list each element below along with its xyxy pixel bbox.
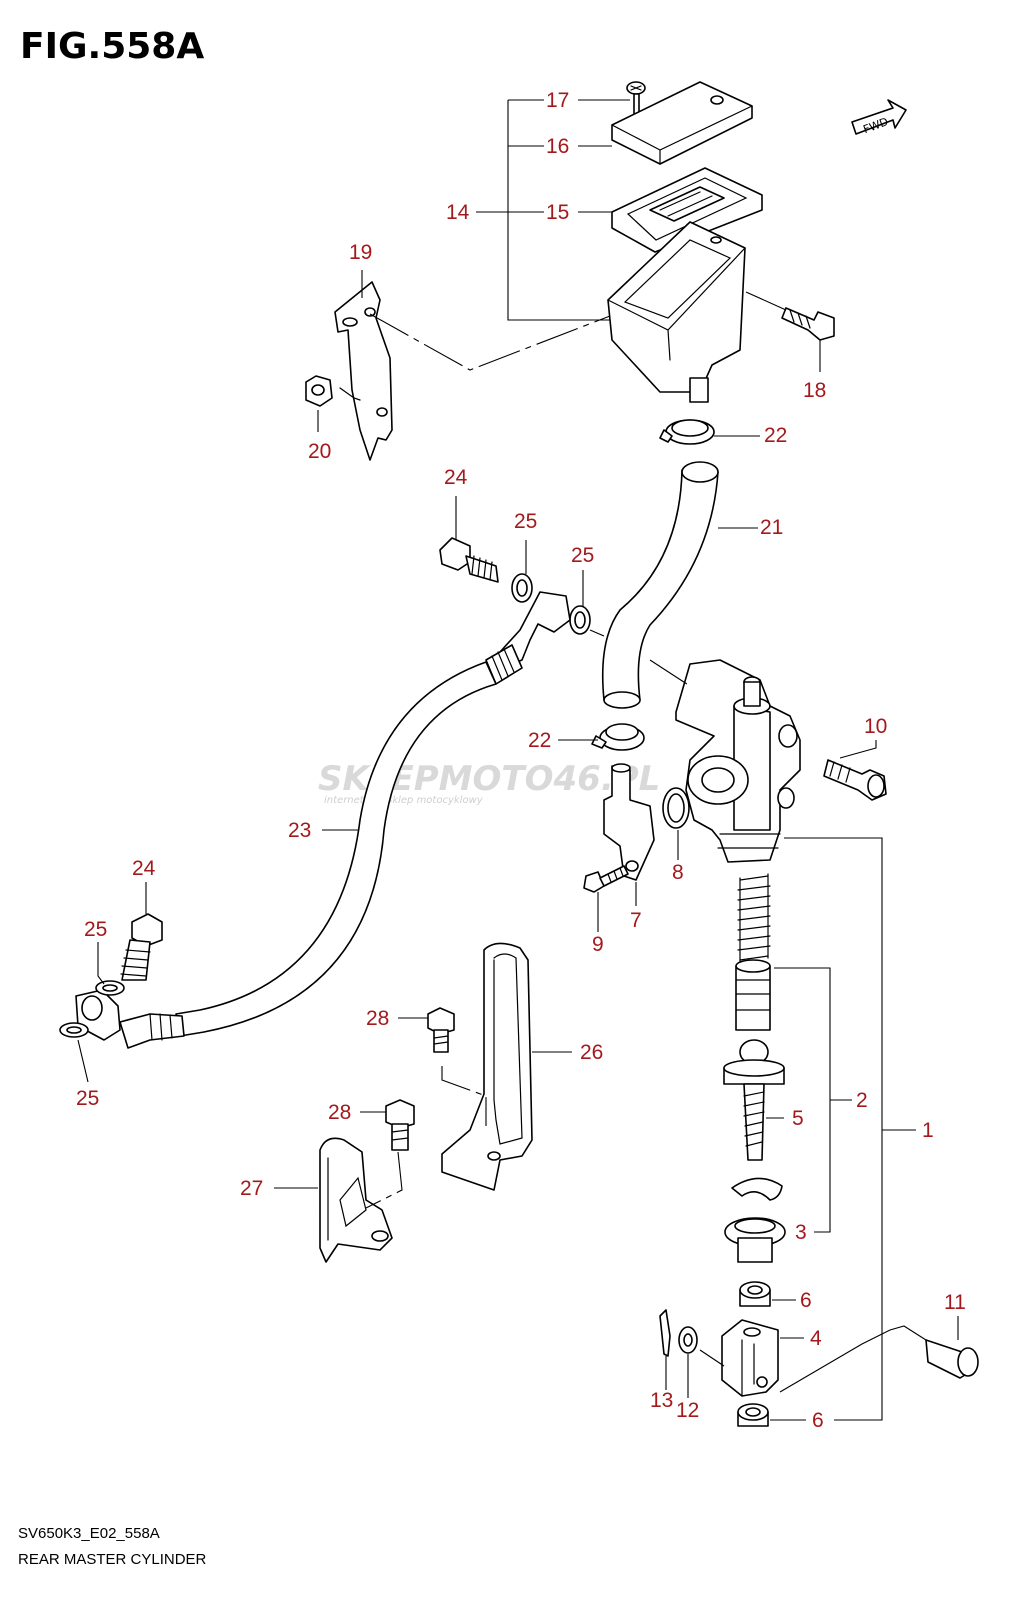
piston-assembly [735,959,771,1031]
callout-15: 15 [546,201,569,224]
callout-19: 19 [349,241,372,264]
callout-24-upper: 24 [444,466,468,489]
leader-lines [77,99,959,1421]
banjo-washer-upper-b [569,605,591,635]
callout-27: 27 [240,1177,263,1200]
callout-11: 11 [944,1291,966,1314]
clevis-joint [721,1319,779,1397]
callout-4: 4 [810,1327,822,1350]
reservoir-body [607,221,746,403]
clevis-pin [925,1339,979,1379]
reservoir-hose [601,461,719,709]
o-ring [662,787,690,829]
callout-12: 12 [676,1399,699,1422]
reservoir-bolt [781,307,835,341]
banjo-washer-upper-a [511,573,533,603]
callout-28-upper: 28 [366,1007,389,1030]
callout-25-upper-b: 25 [571,544,594,567]
callout-28-lower: 28 [328,1101,351,1124]
watermark-brand-left: SKLEPMOTO [318,759,553,799]
hose-clamp-lower [591,723,645,751]
hose-union [603,763,655,881]
reservoir-cap [611,81,753,165]
figure-title: FIG.558A [20,26,204,67]
callout-2: 2 [856,1089,868,1112]
callout-17: 17 [546,89,569,112]
callout-6-lower: 6 [812,1409,824,1432]
push-rod [723,1039,785,1161]
hose-guide-bracket [319,1137,393,1263]
watermark-brand-mid: 46 [552,759,600,799]
union-screw [583,865,629,893]
figure-name: REAR MASTER CYLINDER [18,1551,207,1568]
lock-nut-upper [739,1281,771,1307]
model-code: SV650K3_E02_558A [18,1525,160,1542]
reservoir-diaphragm [611,167,763,253]
hose-guide-clip [441,942,533,1191]
callout-14: 14 [446,201,470,224]
callout-22-upper: 22 [764,424,787,447]
callout-3: 3 [795,1221,807,1244]
callout-7: 7 [630,909,642,932]
callout-9: 9 [592,933,604,956]
callout-25-lower-b: 25 [76,1087,99,1110]
callout-1: 1 [922,1119,934,1142]
callout-16: 16 [546,135,569,158]
callout-26: 26 [580,1041,603,1064]
callout-6-upper: 6 [800,1289,812,1312]
svg-text:SKLEPMOTO46.PL: SKLEPMOTO46.PL [318,759,660,799]
callout-22-lower: 22 [528,729,551,752]
boot [724,1217,786,1263]
callout-20: 20 [308,440,331,463]
callout-5: 5 [792,1107,804,1130]
guide-screw-upper [427,1007,455,1053]
bracket-nut [305,375,333,407]
cotter-pin [659,1309,671,1357]
callout-18: 18 [803,379,826,402]
banjo-washer-lower-a [95,980,125,996]
fwd-arrow-icon: FWD [851,99,907,136]
mounting-bolt [823,759,887,801]
callout-13: 13 [650,1389,673,1412]
lock-nut-lower [737,1403,769,1427]
master-cylinder-body [675,659,801,863]
callout-labels: 17 16 14 15 19 18 20 22 24 25 25 21 22 1… [76,89,966,1432]
banjo-washer-lower-b [59,1022,89,1038]
pin-washer [678,1326,698,1354]
hose-clamp-upper [659,419,715,445]
callout-21: 21 [760,516,783,539]
callout-25-lower-a: 25 [84,918,107,941]
watermark: SKLEPMOTO46.PL internetowy sklep motocyk… [318,759,660,806]
return-spring [737,873,771,963]
callout-23: 23 [288,819,311,842]
callout-10: 10 [864,715,887,738]
callout-25-upper-a: 25 [514,510,537,533]
circlip [731,1177,783,1201]
guide-screw-lower [385,1099,415,1151]
watermark-tagline: internetowy sklep motocyklowy [324,795,484,806]
banjo-bolt-upper [439,537,499,583]
callout-24-lower: 24 [132,857,156,880]
reservoir-bracket [334,281,393,461]
callout-8: 8 [672,861,684,884]
banjo-bolt-lower [120,913,163,981]
